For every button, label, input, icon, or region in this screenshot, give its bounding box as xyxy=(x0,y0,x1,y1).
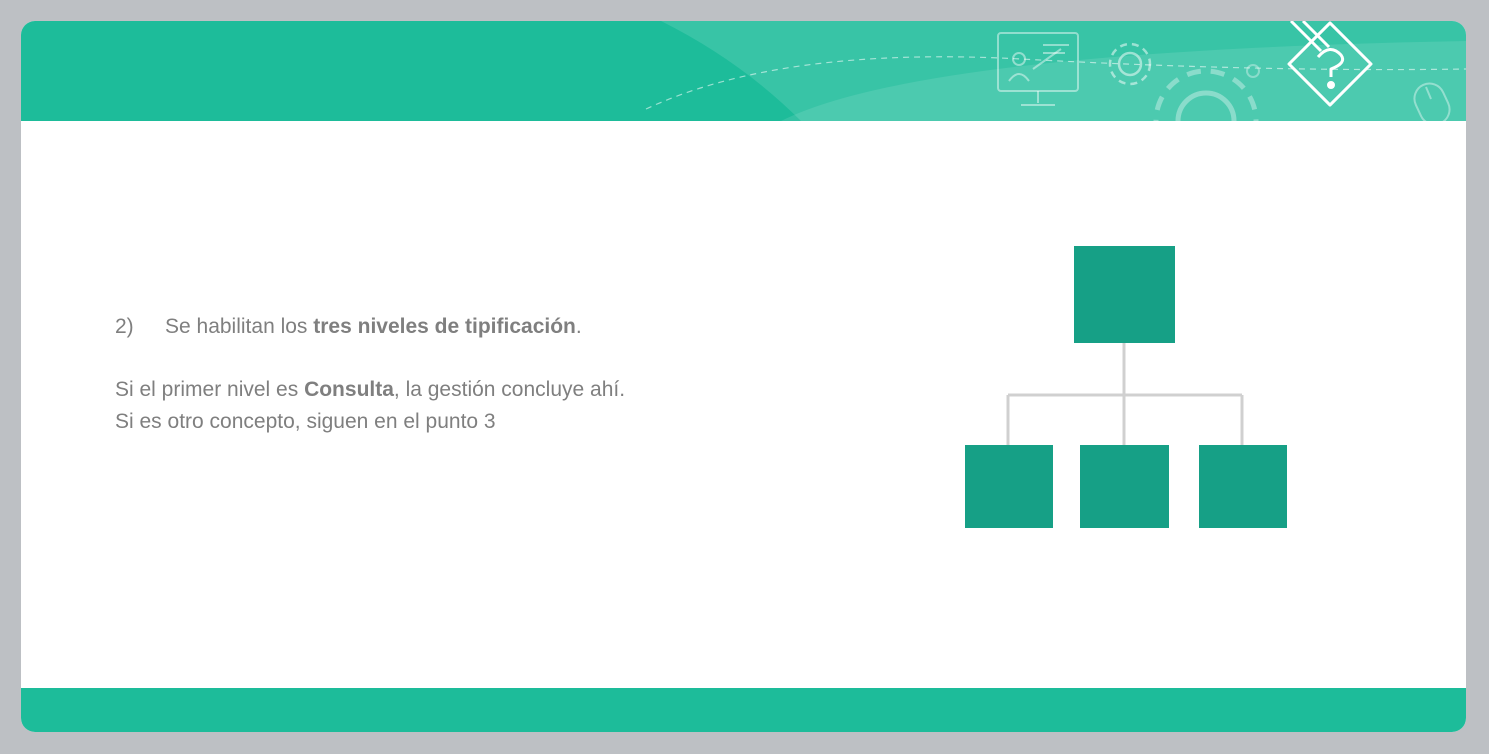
explanation-line-2: Si es otro concepto, siguen en el punto … xyxy=(115,410,496,433)
explanation-line-1-bold: Consulta xyxy=(304,378,394,401)
child-node-center xyxy=(1080,445,1169,528)
point-number: 2) xyxy=(115,315,134,338)
numbered-point: 2) Se habilitan los tres niveles de tipi… xyxy=(115,311,815,343)
hierarchy-connectors xyxy=(1006,342,1244,445)
explanation-line-1: Si el primer nivel es Consulta, la gesti… xyxy=(115,374,815,406)
point-text-after: . xyxy=(575,315,582,338)
child-node-right xyxy=(1199,445,1287,528)
explanation-paragraph: Si el primer nivel es Consulta, la gesti… xyxy=(115,374,815,438)
document-question-icon xyxy=(1287,21,1373,107)
hierarchy-diagram xyxy=(965,246,1287,528)
root-node xyxy=(1074,246,1175,343)
point-text-before: Se habilitan los xyxy=(165,315,314,338)
large-gear-icon xyxy=(1153,64,1260,121)
point-text-bold: tres niveles de tipificación xyxy=(313,315,576,338)
footer-band xyxy=(21,688,1466,732)
header-band xyxy=(21,21,1466,121)
explanation-line-1-after: , la gestión concluye ahí. xyxy=(393,378,626,401)
explanation-line-1-before: Si el primer nivel es xyxy=(115,378,305,401)
slide: 2) Se habilitan los tres niveles de tipi… xyxy=(21,21,1466,732)
gear-icon xyxy=(1108,42,1152,86)
mouse-icon xyxy=(1413,82,1451,121)
point-text: Se habilitan los tres niveles de tipific… xyxy=(165,311,582,343)
child-node-left xyxy=(965,445,1053,528)
presentation-screen-icon xyxy=(997,32,1079,106)
header-decoration xyxy=(645,21,1466,121)
content-text: 2) Se habilitan los tres niveles de tipi… xyxy=(115,311,815,438)
